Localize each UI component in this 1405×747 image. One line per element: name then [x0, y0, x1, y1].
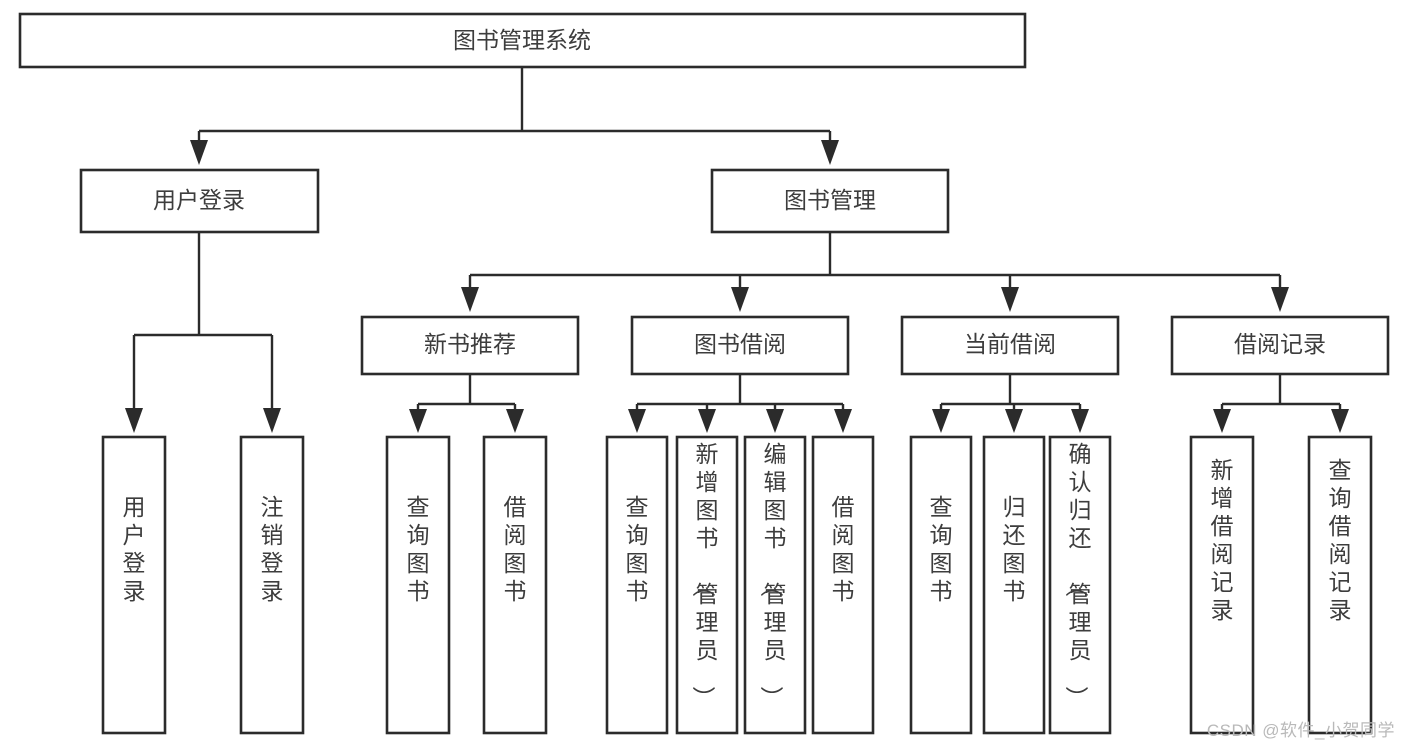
node-leaf-return-book-box[interactable] [982, 435, 1046, 735]
connector-group-borrow-record [1213, 374, 1349, 433]
node-leaf-user-login-label: 用户登录 [123, 494, 146, 604]
node-borrow-record-label: 借阅记录 [1234, 331, 1326, 357]
arrowhead-leaf-query-book-1 [409, 409, 427, 433]
arrowhead-new-book-recommend [461, 287, 479, 312]
arrowhead-book-borrow [731, 287, 749, 312]
arrowhead-leaf-borrow-book-2 [834, 409, 852, 433]
node-book-management[interactable]: 图书管理 [710, 168, 950, 234]
node-leaf-query-book-2-label: 查询图书 [626, 494, 649, 604]
arrowhead-borrow-record [1271, 287, 1289, 312]
arrowhead-leaf-add-book [698, 409, 716, 433]
node-leaf-borrow-book-1[interactable]: 借阅图书 [482, 435, 548, 735]
node-root[interactable]: 图书管理系统 [18, 12, 1027, 69]
node-leaf-logout-box[interactable] [239, 435, 305, 735]
node-leaf-edit-book[interactable]: 编辑图书（管理员） [743, 435, 807, 735]
arrowhead-current-borrow [1001, 287, 1019, 312]
node-leaf-return-book-label: 归还图书 [1003, 494, 1026, 604]
arrowhead-leaf-return-book [1005, 409, 1023, 433]
node-book-management-box[interactable] [710, 168, 950, 234]
node-current-borrow-label: 当前借阅 [964, 331, 1056, 357]
node-leaf-user-login[interactable]: 用户登录 [101, 435, 167, 735]
connector-group-user-login [125, 232, 281, 433]
node-leaf-query-book-1-box[interactable] [385, 435, 451, 735]
node-leaf-query-book-3-label: 查询图书 [930, 494, 953, 604]
arrowhead-leaf-user-login [125, 408, 143, 433]
node-leaf-confirm-return-label: 确认归还（管理员） [1064, 441, 1092, 709]
node-root-box[interactable] [18, 12, 1027, 69]
node-leaf-borrow-book-2[interactable]: 借阅图书 [811, 435, 875, 735]
node-leaf-confirm-return[interactable]: 确认归还（管理员） [1048, 435, 1112, 735]
node-leaf-logout-label: 注销登录 [261, 494, 284, 604]
node-new-book-recommend-box[interactable] [360, 315, 580, 376]
node-leaf-edit-book-box[interactable] [743, 435, 807, 735]
node-leaf-logout[interactable]: 注销登录 [239, 435, 305, 735]
connector-group-root [190, 67, 839, 165]
arrowhead-leaf-query-record [1331, 409, 1349, 433]
node-leaf-user-login-box[interactable] [101, 435, 167, 735]
connector-group-book-management [461, 232, 1289, 312]
node-new-book-recommend[interactable]: 新书推荐 [360, 315, 580, 376]
node-current-borrow-box[interactable] [900, 315, 1120, 376]
arrowhead-leaf-edit-book [766, 409, 784, 433]
node-leaf-query-record-label: 查询借阅记录 [1329, 457, 1352, 623]
node-leaf-borrow-book-2-box[interactable] [811, 435, 875, 735]
node-new-book-recommend-label: 新书推荐 [424, 331, 516, 357]
arrowhead-leaf-confirm-return [1071, 409, 1089, 433]
arrowhead-leaf-logout [263, 408, 281, 433]
arrowhead-user-login [190, 140, 208, 165]
connector-group-new-book-recommend [409, 374, 524, 433]
node-leaf-add-record[interactable]: 新增借阅记录 [1189, 435, 1255, 735]
node-book-management-label: 图书管理 [784, 187, 876, 213]
node-leaf-query-record-box[interactable] [1307, 435, 1373, 735]
node-book-borrow[interactable]: 图书借阅 [630, 315, 850, 376]
node-book-borrow-label: 图书借阅 [694, 331, 786, 357]
node-user-login[interactable]: 用户登录 [79, 168, 320, 234]
node-leaf-query-book-1-label: 查询图书 [407, 494, 430, 604]
node-leaf-add-record-label: 新增借阅记录 [1211, 457, 1234, 623]
node-leaf-borrow-book-1-box[interactable] [482, 435, 548, 735]
node-leaf-query-book-1[interactable]: 查询图书 [385, 435, 451, 735]
node-leaf-query-book-3-box[interactable] [909, 435, 973, 735]
node-leaf-return-book[interactable]: 归还图书 [982, 435, 1046, 735]
connector-group-book-borrow [628, 374, 852, 433]
arrowhead-leaf-add-record [1213, 409, 1231, 433]
node-borrow-record[interactable]: 借阅记录 [1170, 315, 1390, 376]
node-user-login-box[interactable] [79, 168, 320, 234]
node-leaf-add-book-label: 新增图书（管理员） [691, 441, 719, 709]
node-leaf-add-book[interactable]: 新增图书（管理员） [675, 435, 739, 735]
node-leaf-add-record-box[interactable] [1189, 435, 1255, 735]
node-borrow-record-box[interactable] [1170, 315, 1390, 376]
csdn-watermark: CSDN @软件_小贺同学 [1206, 721, 1395, 740]
arrowhead-leaf-query-book-2 [628, 409, 646, 433]
node-leaf-add-book-box[interactable] [675, 435, 739, 735]
node-user-login-label: 用户登录 [153, 187, 245, 213]
node-root-label: 图书管理系统 [453, 27, 591, 53]
node-leaf-confirm-return-box[interactable] [1048, 435, 1112, 735]
node-leaf-query-book-3[interactable]: 查询图书 [909, 435, 973, 735]
node-leaf-borrow-book-1-label: 借阅图书 [504, 494, 527, 604]
node-leaf-borrow-book-2-label: 借阅图书 [832, 494, 855, 604]
arrowhead-book-management [821, 140, 839, 165]
node-leaf-edit-book-label: 编辑图书（管理员） [759, 441, 787, 709]
node-book-borrow-box[interactable] [630, 315, 850, 376]
node-current-borrow[interactable]: 当前借阅 [900, 315, 1120, 376]
node-leaf-query-book-2-box[interactable] [605, 435, 669, 735]
arrowhead-leaf-borrow-book-1 [506, 409, 524, 433]
node-leaf-query-book-2[interactable]: 查询图书 [605, 435, 669, 735]
arrowhead-leaf-query-book-3 [932, 409, 950, 433]
connector-group-current-borrow [932, 374, 1089, 433]
node-leaf-query-record[interactable]: 查询借阅记录 [1307, 435, 1373, 735]
